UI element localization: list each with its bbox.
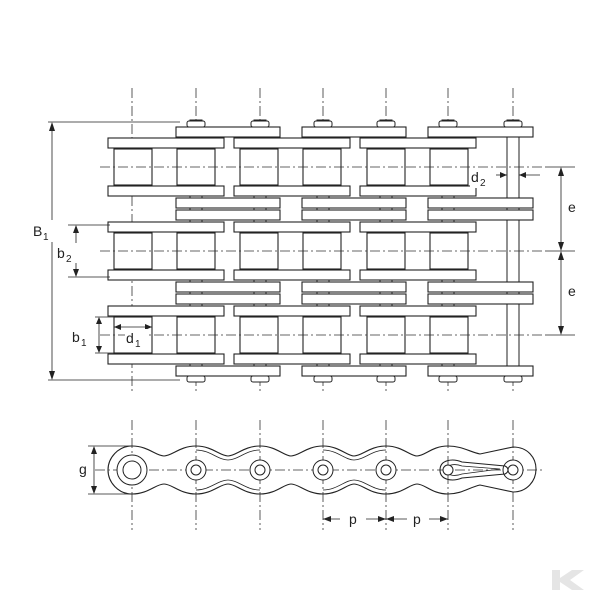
label-b1-sub: 1 (81, 338, 87, 349)
dimension-d1: d 1 (114, 324, 152, 350)
side-pins (116, 454, 524, 486)
brand-logo-icon (552, 570, 584, 590)
dimension-g: g (79, 445, 132, 495)
outer-plates (175, 126, 534, 377)
label-b2: b (57, 245, 65, 261)
dimension-b2: b 2 (56, 224, 110, 278)
label-d2: d (471, 169, 479, 185)
label-e-bottom: e (568, 283, 576, 299)
side-view: g p p (79, 420, 545, 530)
horizontal-center-lines (100, 166, 545, 336)
label-p-right: p (413, 511, 421, 527)
label-d2-sub: 2 (480, 178, 486, 189)
dimension-B1: B 1 (32, 121, 180, 381)
label-B1: B (33, 223, 42, 239)
dimension-d2: d 2 (470, 168, 540, 189)
label-g: g (79, 461, 87, 477)
dimension-p: p p (323, 511, 448, 527)
inner-link-outline (195, 449, 387, 491)
chain-outline (107, 445, 537, 495)
label-e-top: e (568, 199, 576, 215)
top-view: B 1 b 2 b 1 (32, 88, 576, 392)
dimension-e: e e (545, 166, 576, 336)
spring-clip (439, 459, 509, 481)
inner-plates (107, 137, 477, 365)
label-B1-sub: 1 (43, 232, 49, 243)
label-b2-sub: 2 (66, 254, 72, 265)
label-p-left: p (349, 511, 357, 527)
label-d1-sub: 1 (135, 339, 141, 350)
dimension-b1: b 1 (70, 316, 114, 354)
label-b1: b (72, 329, 80, 345)
pin-heads (186, 120, 523, 383)
label-d1: d (126, 330, 134, 346)
